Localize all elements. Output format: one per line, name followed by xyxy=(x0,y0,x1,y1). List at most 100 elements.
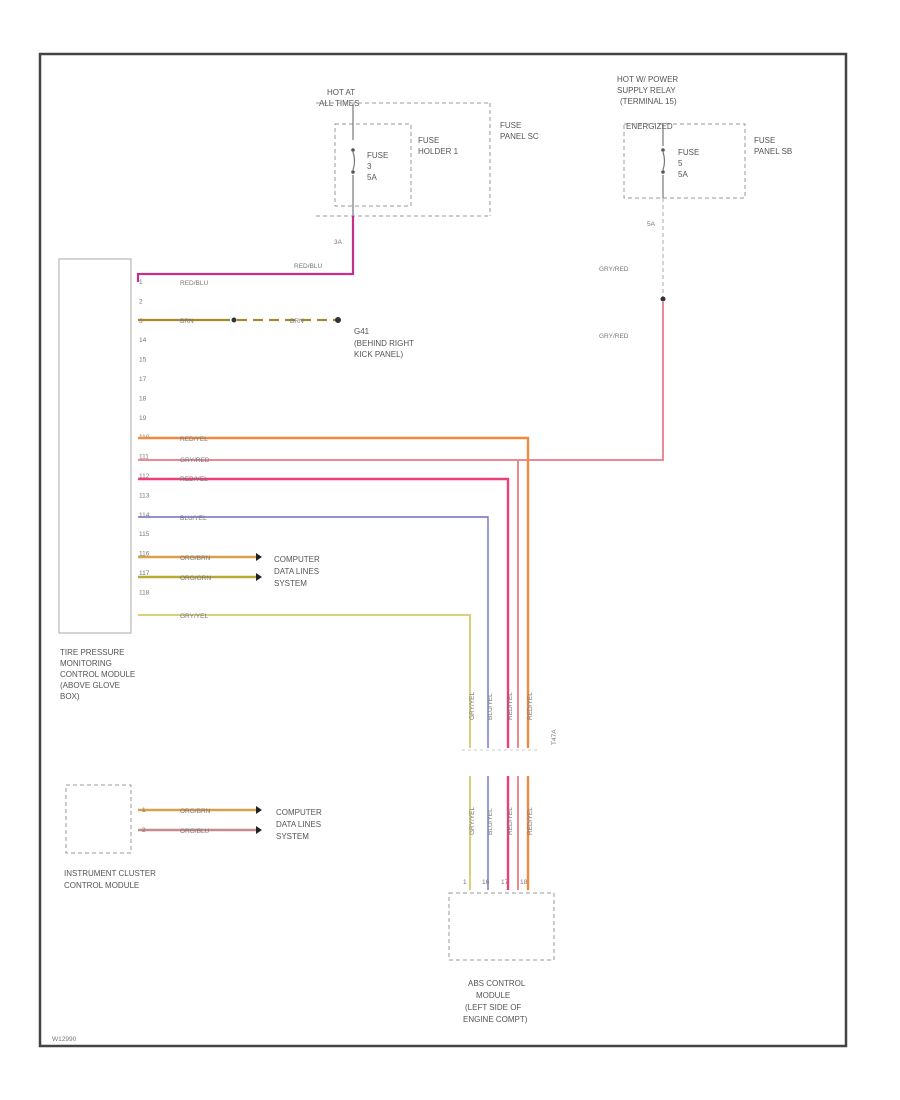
arrow-icon xyxy=(256,573,262,581)
fuse-panel-sc-label-2: PANEL SC xyxy=(500,132,539,141)
fuse-5-label-3: 5A xyxy=(678,170,688,179)
abs-label-1: ABS CONTROL xyxy=(468,979,526,988)
abs-label-4: ENGINE COMPT) xyxy=(463,1015,528,1024)
ic-label-2: CONTROL MODULE xyxy=(64,881,139,890)
tpms-pin-116: 116 xyxy=(139,551,150,558)
hot-at-sb-line1: HOT W/ POWER xyxy=(617,75,678,84)
vlabel-red-yel-bot: RED/YEL xyxy=(527,807,534,835)
diagram-frame xyxy=(38,52,848,1048)
vlabel-blu-yel-bot: BLU/YEL xyxy=(487,808,494,835)
instrument-cluster-module xyxy=(65,784,132,854)
fuse-5-label-2: 5 xyxy=(678,159,683,168)
wire-label-brn: BRN xyxy=(180,318,194,325)
wire-red-blu xyxy=(136,216,355,282)
wire-gry-red xyxy=(138,302,664,461)
fuse-5-icon xyxy=(662,151,666,171)
wires xyxy=(136,198,666,890)
ic-pin-1: 1 xyxy=(142,807,146,814)
vlabel-red-yel-top: RED/YEL xyxy=(527,692,534,720)
ground-g41-icon xyxy=(335,317,341,323)
vlabel-red-yel-2-top: RED/YEL xyxy=(507,692,514,720)
ground-label-3: KICK PANEL) xyxy=(354,350,404,359)
wire-label-red-blu: RED/BLU xyxy=(180,280,208,287)
tpms-pin-1: 1 xyxy=(139,279,143,286)
vlabel-red-yel-2-bot: RED/YEL xyxy=(507,807,514,835)
tpms-pin-18: 18 xyxy=(139,395,147,402)
diagram-id: W12990 xyxy=(52,1036,77,1043)
wire-red-yel xyxy=(138,436,530,890)
fuse-panel-sb: HOT W/ POWER SUPPLY RELAY (TERMINAL 15) … xyxy=(617,75,792,228)
wire-label-gry-red-2: GRY/RED xyxy=(599,333,629,340)
tpms-label-3: CONTROL MODULE xyxy=(60,670,135,679)
fuse-holder-label-1: FUSE xyxy=(418,136,439,145)
wire-label-org-blu-ic: ORG/BLU xyxy=(180,828,210,835)
wire-label-org-brn: ORG/BRN xyxy=(180,555,211,562)
cdl-label-1: COMPUTER xyxy=(274,555,320,564)
sc-pin-label: 3A xyxy=(334,239,343,246)
vertical-wire-labels: GRY/YEL BLU/YEL RED/YEL RED/YEL GRY/YEL … xyxy=(469,692,558,835)
fuse-3-label-1: FUSE xyxy=(367,151,388,160)
fuse-panel-sb-label-2: PANEL SB xyxy=(754,147,792,156)
ground-label-1: G41 xyxy=(354,327,370,336)
sb-pin-label: 5A xyxy=(647,221,656,228)
abs-pin-16: 16 xyxy=(482,879,490,886)
vlabel-blu-yel-top: BLU/YEL xyxy=(487,693,494,720)
fuse-panel-sb-label-1: FUSE xyxy=(754,136,775,145)
cdl-ic-label-1: COMPUTER xyxy=(276,808,322,817)
fuse-panel-sc: HOT AT ALL TIMES FUSE 3 5A FUSE HOLDER 1… xyxy=(316,88,539,246)
wire-label-gry-red-1: GRY/RED xyxy=(599,266,629,273)
fuse-3-label-2: 3 xyxy=(367,162,372,171)
abs-label-3: (LEFT SIDE OF xyxy=(465,1003,521,1012)
abs-control-module xyxy=(448,892,555,961)
vlabel-gry-yel-top: GRY/YEL xyxy=(469,692,476,720)
hot-at-sb-line2: SUPPLY RELAY xyxy=(617,86,676,95)
tpms-pin-15: 15 xyxy=(139,357,147,364)
tpms-pin-115: 115 xyxy=(139,531,150,538)
tpms-control-module xyxy=(58,258,132,634)
wire-gry-yel xyxy=(138,614,471,890)
wire-label-red-yel: RED/YEL xyxy=(180,436,208,443)
fuse-3-label-3: 5A xyxy=(367,173,377,182)
arrow-icon xyxy=(256,553,262,561)
ic-pin-2: 2 xyxy=(142,827,146,834)
wire-label-gry-yel: GRY/YEL xyxy=(180,613,208,620)
cdl-ic-label-2: DATA LINES xyxy=(276,820,321,829)
ic-label-1: INSTRUMENT CLUSTER xyxy=(64,869,156,878)
fuse-holder-label-2: HOLDER 1 xyxy=(418,147,459,156)
tpms-pin-2: 2 xyxy=(139,298,143,305)
fuse-3-icon xyxy=(352,151,356,171)
cdl-ic-label-3: SYSTEM xyxy=(276,832,309,841)
vlabel-gry-yel-bot: GRY/YEL xyxy=(469,807,476,835)
tpms-pin-118: 118 xyxy=(139,589,150,596)
arrow-icon xyxy=(256,806,262,814)
tpms-pin-19: 19 xyxy=(139,415,147,422)
tpms-pin-3: 3 xyxy=(139,318,143,325)
ground-label-2: (BEHIND RIGHT xyxy=(354,339,414,348)
fuse-5-label-1: FUSE xyxy=(678,148,699,157)
cdl-label-3: SYSTEM xyxy=(274,579,307,588)
hot-at-sb-line4: ENERGIZED xyxy=(626,122,673,131)
abs-pin-18: 18 xyxy=(520,879,528,886)
tpms-pin-113: 113 xyxy=(139,492,150,499)
tpms-pin-17: 17 xyxy=(139,376,147,383)
abs-label-2: MODULE xyxy=(476,991,510,1000)
tpms-label-5: BOX) xyxy=(60,692,80,701)
wire-label-red-blu-top: RED/BLU xyxy=(294,263,322,270)
connector-t47a-label: T47A xyxy=(551,729,558,745)
tpms-pin-112: 112 xyxy=(139,473,150,480)
tpms-pin-111: 111 xyxy=(139,454,149,461)
wire-label-gry-red: GRY/RED xyxy=(180,457,210,464)
tpms-pin-14: 14 xyxy=(139,337,147,344)
tpms-label-2: MONITORING xyxy=(60,659,112,668)
wire-label-org-brn-ic: ORG/BRN xyxy=(180,808,211,815)
splice-icon xyxy=(660,296,666,302)
arrow-icon xyxy=(256,826,262,834)
wire-label-org-grn: ORG/GRN xyxy=(180,575,211,582)
tpms-pin-117: 117 xyxy=(139,570,150,577)
cdl-label-2: DATA LINES xyxy=(274,567,319,576)
tpms-label-1: TIRE PRESSURE xyxy=(60,648,124,657)
tpms-label-4: (ABOVE GLOVE xyxy=(60,681,120,690)
hot-at-sc-line1: HOT AT xyxy=(327,88,355,97)
abs-pin-1: 1 xyxy=(463,879,467,886)
